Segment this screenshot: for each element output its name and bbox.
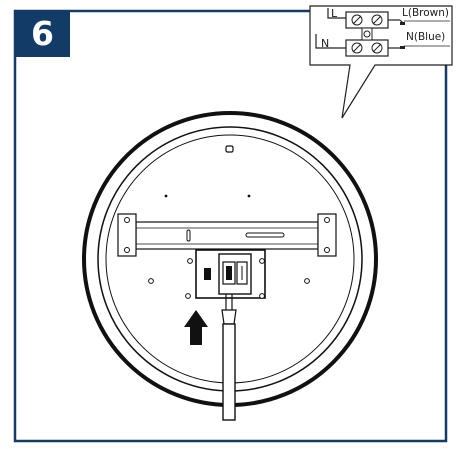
- terminal-block-icon: [345, 11, 389, 57]
- side-label-neutral: N: [321, 37, 329, 50]
- step-number-badge: 6: [15, 11, 70, 57]
- keyhole: [225, 145, 234, 153]
- screw-icon: [148, 278, 154, 284]
- live-wire: [327, 8, 346, 19]
- mounting-bracket: [117, 213, 337, 257]
- side-label-live: L: [331, 7, 338, 20]
- terminal-label-live: L(Brown): [402, 7, 449, 19]
- wiring-callout: L(Brown) N(Blue) L N: [309, 5, 453, 119]
- terminal-label-neutral: N(Blue): [406, 31, 445, 43]
- junction-box: [185, 249, 266, 299]
- luminaire-base: [82, 111, 378, 421]
- supply-cable: [221, 294, 237, 421]
- arrow-up-icon: [184, 310, 208, 345]
- neutral-wire: [315, 34, 346, 49]
- screw-icon: [304, 278, 310, 284]
